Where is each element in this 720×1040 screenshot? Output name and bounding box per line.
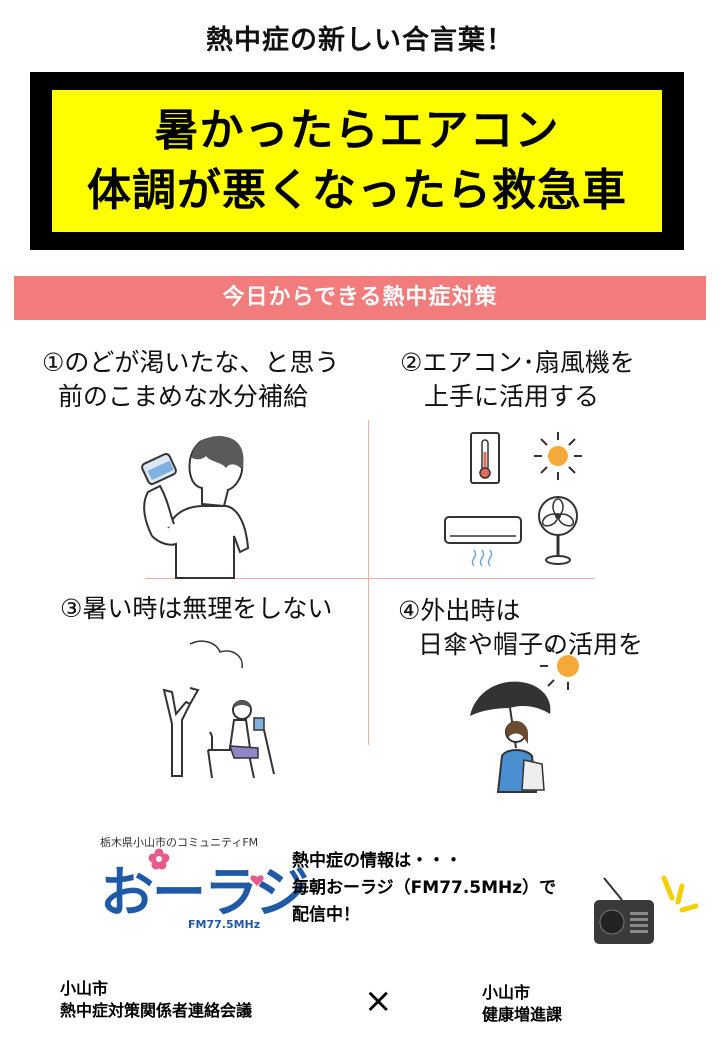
station-caption: 栃木県小山市のコミュニティFM bbox=[100, 836, 259, 849]
radio-info-line-2: 毎朝おーラジ（FM77.5MHz）で bbox=[292, 878, 557, 898]
radio-info-line-3: 配信中！ bbox=[292, 905, 360, 925]
section-title-bar: 今日からできる熱中症対策 bbox=[14, 276, 706, 320]
grid-divider-vertical bbox=[368, 420, 369, 745]
slogan-banner-inner: 暑かったらエアコン 体調が悪くなったら救急車 bbox=[52, 90, 662, 232]
grid-divider-horizontal bbox=[145, 578, 595, 579]
footer-organizer-right: 小山市 健康増進課 bbox=[482, 982, 562, 1026]
tip-no-overexertion-line-1: ③暑い時は無理をしない bbox=[60, 594, 333, 623]
thermometer-icon bbox=[470, 432, 500, 484]
parasol-person-icon bbox=[470, 645, 579, 793]
person-drinking-icon bbox=[141, 436, 250, 579]
tip-hydration-line-1: ①のどが渇いたな、と思う bbox=[42, 348, 340, 377]
footer-separator: × bbox=[364, 981, 393, 1021]
electric-fan-icon bbox=[538, 496, 578, 565]
tip-parasol-hat-line-2: 日傘や帽子の活用を bbox=[418, 630, 644, 659]
footer-left-line-1: 小山市 bbox=[60, 979, 109, 998]
station-logo-name: おーラジ bbox=[100, 861, 309, 924]
tip-no-overexertion: ③暑い時は無理をしない bbox=[60, 592, 332, 626]
station-logo-frequency: FM77.5MHz bbox=[188, 918, 261, 931]
tip-aircon-fan-line-1: ②エアコン･扇風機を bbox=[400, 348, 635, 377]
slogan-line-1: 暑かったらエアコン bbox=[154, 105, 560, 156]
footer-right-line-2: 健康増進課 bbox=[482, 1005, 563, 1024]
slogan-banner: 暑かったらエアコン 体調が悪くなったら救急車 bbox=[30, 72, 684, 250]
flower-logo-icon bbox=[148, 848, 170, 870]
tip-parasol-hat: ④外出時は 日傘や帽子の活用を bbox=[398, 594, 643, 662]
tip-hydration: ①のどが渇いたな、と思う 前のこまめな水分補給 bbox=[42, 346, 339, 414]
footer-left-line-2: 熱中症対策関係者連絡会議 bbox=[60, 1001, 253, 1020]
tip-hydration-line-2: 前のこまめな水分補給 bbox=[58, 382, 309, 411]
tip-aircon-fan-line-2: 上手に活用する bbox=[424, 382, 600, 411]
tip-aircon-fan: ②エアコン･扇風機を 上手に活用する bbox=[400, 346, 635, 414]
air-conditioner-icon bbox=[444, 516, 522, 567]
tip-parasol-hat-line-1: ④外出時は bbox=[398, 596, 521, 625]
tree-shade-person-icon bbox=[162, 640, 275, 779]
sun-icon bbox=[534, 432, 582, 480]
radio-icon bbox=[594, 875, 699, 944]
footer-right-line-1: 小山市 bbox=[482, 983, 531, 1002]
radio-info-text: 熱中症の情報は・・・ 毎朝おーラジ（FM77.5MHz）で 配信中！ bbox=[292, 848, 556, 929]
footer-organizer-left: 小山市 熱中症対策関係者連絡会議 bbox=[60, 978, 252, 1022]
headline: 熱中症の新しい合言葉！ bbox=[206, 25, 514, 56]
radio-info-line-1: 熱中症の情報は・・・ bbox=[292, 851, 462, 871]
heart-logo-icon bbox=[250, 875, 264, 886]
slogan-line-2: 体調が悪くなったら救急車 bbox=[87, 165, 627, 216]
